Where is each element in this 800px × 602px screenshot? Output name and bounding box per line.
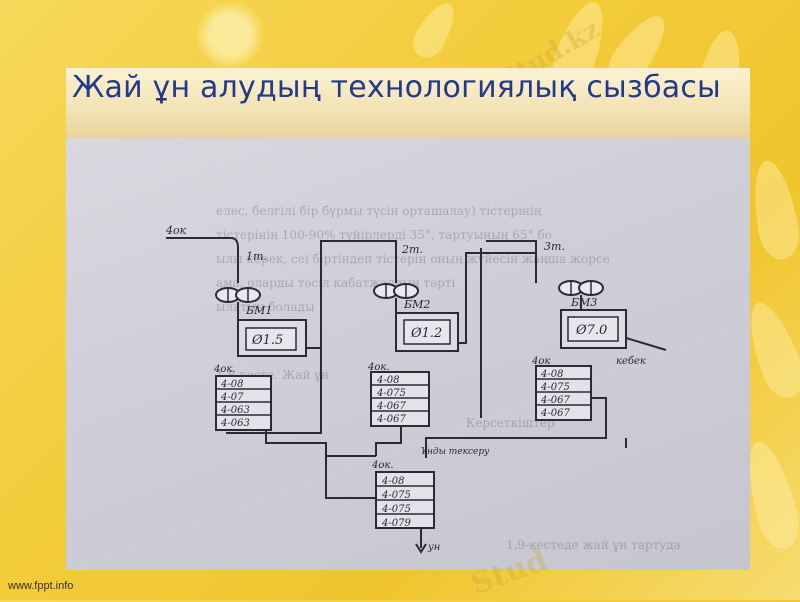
svg-text:4ок: 4ок	[531, 356, 550, 367]
bin-value: Ø1.2	[410, 326, 442, 341]
svg-text:4-075: 4-075	[381, 490, 411, 501]
output-label: ун	[427, 542, 440, 553]
svg-text:4-075: 4-075	[540, 382, 570, 393]
bin-2: БМ2 Ø1.2	[395, 298, 459, 352]
background-text-line: ылы керек, сеі біртіндеп тістерін оның ж…	[216, 252, 610, 266]
sieve-group-2: 4ок. 4-08 4-075 4-067 4-067	[367, 362, 430, 427]
pipe	[306, 240, 397, 349]
bin-label: БМ3	[570, 296, 597, 309]
svg-text:4-067: 4-067	[376, 414, 406, 425]
svg-text:4-075: 4-075	[376, 388, 406, 399]
technological-scheme: БМ1 Ø1.5 БМ2 Ø1.2 БМ3 Ø7.0 кебек 4ок. 4-…	[165, 224, 667, 554]
svg-text:4-07: 4-07	[220, 392, 244, 403]
input-label: 3т.	[544, 240, 565, 253]
svg-text:4-067: 4-067	[540, 395, 570, 406]
background-text-line: ылатын болады	[216, 300, 315, 314]
svg-text:4-08: 4-08	[381, 476, 404, 487]
svg-text:4ок.: 4ок.	[371, 460, 394, 471]
bin-value: Ø7.0	[575, 323, 607, 338]
bin-label: БМ2	[403, 298, 430, 311]
bin-label: БМ1	[245, 304, 272, 317]
input-label: 4ок	[165, 224, 187, 237]
pipe	[456, 252, 537, 344]
background-text-line: 1.9-кестеде жай ұн тартуда	[506, 538, 681, 552]
separator-icon	[373, 283, 419, 299]
svg-text:4-08: 4-08	[540, 369, 563, 380]
background-text-line: тістерінің 100-90% түйірлерді 35°, тарту…	[216, 228, 552, 242]
title-band	[66, 68, 750, 138]
sieve-group-4: 4ок. Ұнды тексеру 4-08 4-075 4-075 4-079	[371, 447, 490, 529]
input-line	[166, 237, 239, 283]
waste-label: кебек	[616, 356, 646, 367]
logo-watermark	[195, 0, 265, 70]
wheat-decoration	[407, 0, 463, 64]
svg-text:4-067: 4-067	[376, 401, 406, 412]
svg-text:4-075: 4-075	[381, 504, 411, 515]
wheat-decoration	[746, 157, 800, 263]
sieve-group-3: 4ок 4-08 4-075 4-067 4-067	[531, 356, 592, 421]
separator-icon	[558, 280, 604, 296]
bin-3: БМ3 Ø7.0	[560, 296, 627, 349]
background-text-line: елес, белгілі бір бүрмы түсін орташалау)…	[216, 204, 542, 218]
svg-text:4-063: 4-063	[220, 405, 250, 416]
background-text-line: Керсеткіштер	[466, 416, 555, 430]
svg-text:4-08: 4-08	[376, 375, 399, 386]
svg-text:4-063: 4-063	[220, 418, 250, 429]
bin-1: БМ1 Ø1.5	[237, 304, 307, 357]
input-label: 2т.	[401, 243, 423, 256]
svg-text:4-067: 4-067	[540, 408, 570, 419]
control-label: Ұнды тексеру	[421, 447, 490, 457]
input-label: 1т.	[246, 250, 267, 263]
bin-value: Ø1.5	[251, 333, 283, 348]
svg-text:4-079: 4-079	[381, 518, 411, 529]
footer-link[interactable]: www.fppt.info	[8, 580, 74, 592]
svg-text:4-08: 4-08	[220, 379, 243, 390]
svg-text:4ок.: 4ок.	[367, 362, 390, 373]
sieve-group-1: 4ок. 4-08 4-07 4-063 4-063	[213, 364, 272, 431]
separator-icon	[215, 287, 261, 303]
diagram-photo: елес, белгілі бір бүрмы түсін орташалау)…	[66, 138, 750, 570]
slide-title: Жай ұн алудың технологиялық сызбасы	[72, 70, 721, 105]
svg-text:4ок.: 4ок.	[213, 364, 236, 375]
